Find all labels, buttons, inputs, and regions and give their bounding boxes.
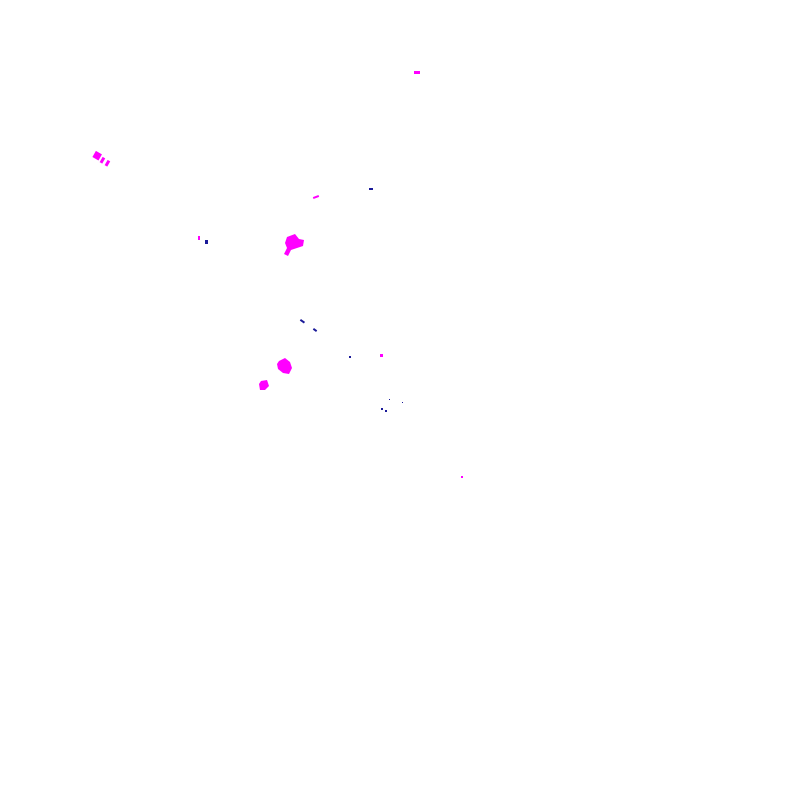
magenta-patch-top: [414, 71, 420, 74]
magenta-patch-ul-1: [92, 150, 102, 161]
magenta-patch-large-1: [284, 234, 304, 256]
navy-patch-4: [312, 328, 318, 332]
magenta-patch-ul-3: [104, 159, 111, 167]
magenta-patch-ul-2: [99, 156, 106, 164]
magenta-patch-dot-1: [380, 354, 383, 357]
navy-patch-6: [381, 408, 383, 410]
magenta-patch-left-1: [198, 236, 200, 240]
navy-patch-group: [205, 188, 403, 412]
navy-patch-8: [389, 399, 390, 400]
magenta-patch-dot-2: [461, 476, 463, 478]
magenta-patch-large-3: [259, 380, 269, 390]
navy-patch-7: [385, 410, 387, 412]
navy-patch-2: [205, 240, 208, 244]
navy-patch-1: [369, 188, 373, 190]
navy-patch-9: [402, 402, 403, 403]
navy-patch-3: [299, 319, 306, 324]
magenta-patch-large-2: [277, 358, 292, 374]
magenta-patch-group: [92, 71, 463, 478]
navy-patch-5: [349, 356, 351, 358]
magenta-patch-line-1: [312, 195, 320, 199]
